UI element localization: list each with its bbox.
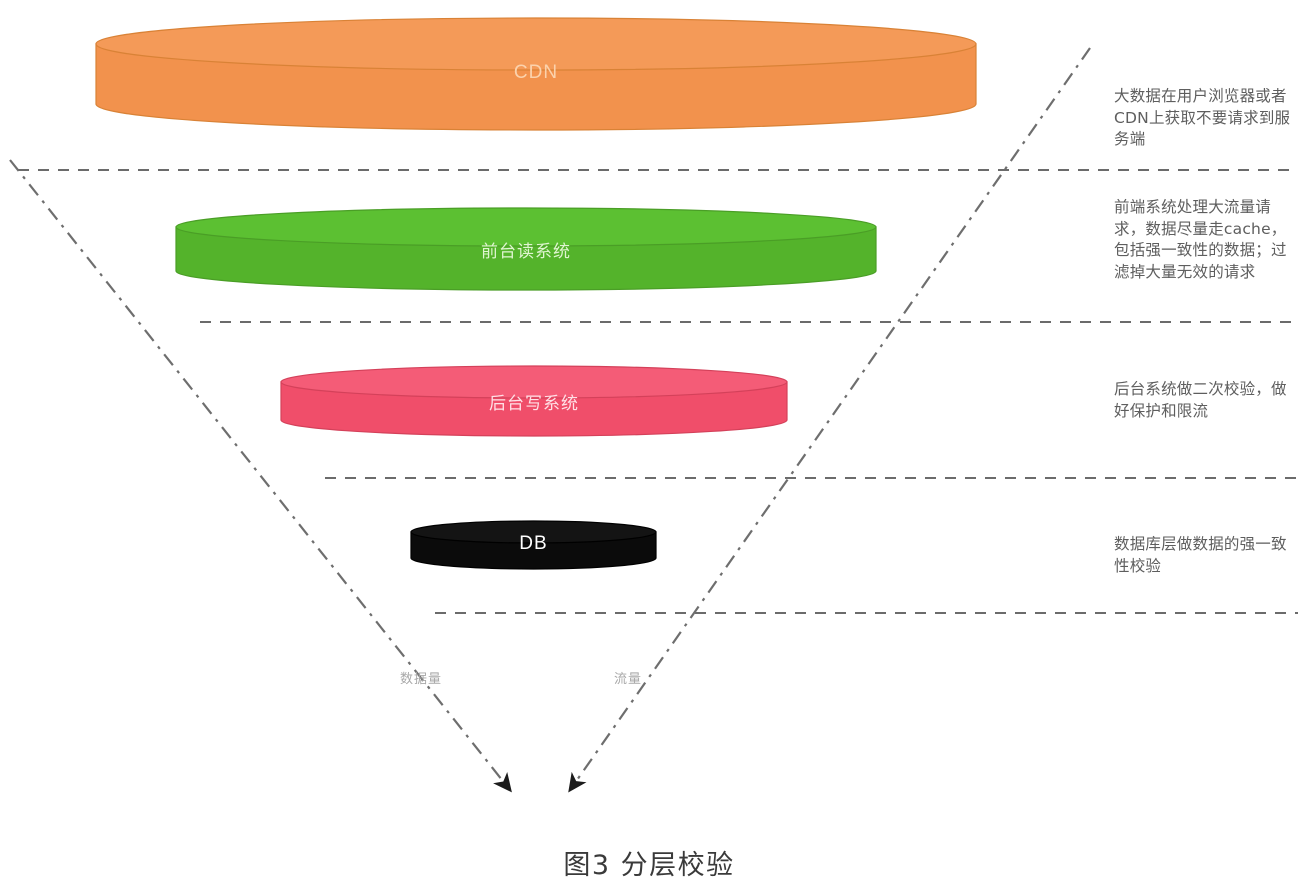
cylinder-top-cap — [95, 17, 977, 71]
cylinder-top-cap — [410, 520, 657, 544]
note-db: 数据库层做数据的强一致性校验 — [1114, 535, 1287, 575]
note-front: 前端系统处理大流量请求，数据尽量走cache，包括强一致性的数据；过滤掉大量无效… — [1114, 198, 1287, 281]
cylinder-db: DB — [410, 520, 657, 570]
cylinder-top-cap — [175, 207, 877, 247]
cylinder-back-write-system: 后台写系统 — [280, 365, 788, 437]
cylinder-cdn: CDN — [95, 17, 977, 131]
cylinder-top-cap — [280, 365, 788, 399]
cylinder-front-read-system: 前台读系统 — [175, 207, 877, 291]
note-back: 后台系统做二次校验，做好保护和限流 — [1114, 380, 1287, 420]
axis-label-data-volume: 数据量 — [400, 672, 443, 687]
figure-caption: 图3 分层校验 — [563, 850, 735, 881]
axis-label-traffic-volume: 流量 — [614, 672, 643, 687]
note-cdn: 大数据在用户浏览器或者CDN上获取不要请求到服务端 — [1114, 87, 1291, 148]
